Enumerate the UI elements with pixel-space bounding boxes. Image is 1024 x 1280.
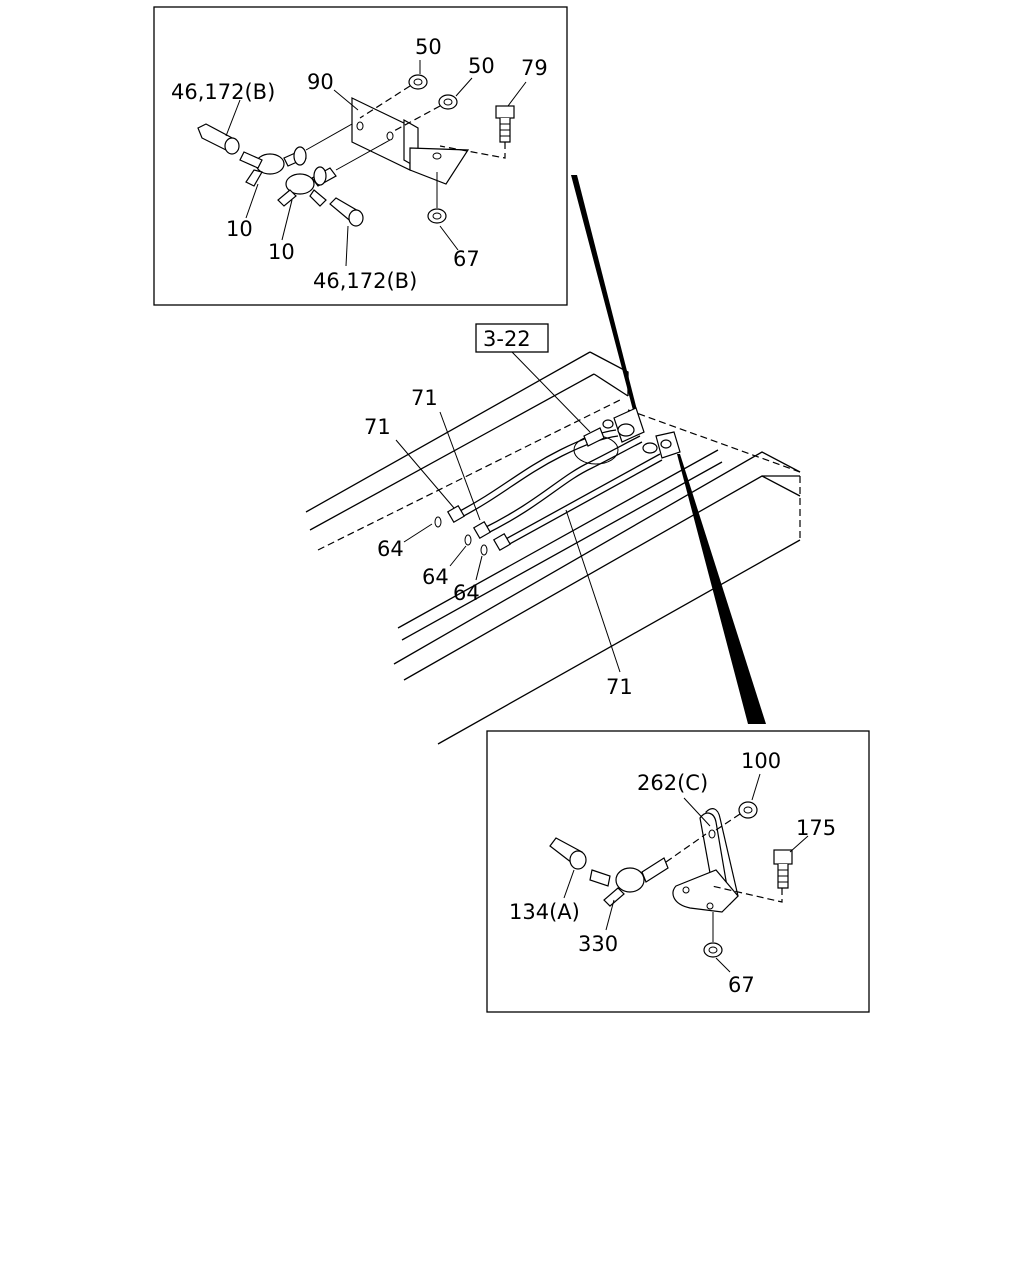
callout-67-bottom: 67: [728, 973, 755, 997]
callout-71-b: 71: [364, 415, 391, 439]
callout-10-b: 10: [268, 240, 295, 264]
tee-10-b: [277, 166, 337, 207]
tee-10-a: [239, 146, 307, 187]
o-ring-64-b: [464, 534, 472, 546]
bolt-79: [495, 105, 515, 143]
connector-bottom: [677, 454, 766, 724]
callout-46-172-b-top: 46,172(B): [171, 80, 275, 104]
nut-100: [738, 801, 758, 819]
bracket-262c: [672, 808, 739, 913]
callout-100: 100: [741, 749, 781, 773]
main-view: 3-22: [305, 323, 801, 745]
nut-50-b: [438, 94, 458, 110]
callout-50-b: 50: [468, 54, 495, 78]
pipe-71-b: [483, 435, 643, 535]
o-ring-64-a: [434, 516, 442, 528]
callout-175: 175: [796, 816, 836, 840]
o-ring-64-c: [480, 544, 488, 556]
callout-46-172-b-bottom: 46,172(B): [313, 269, 417, 293]
fitting-46-a: [197, 123, 240, 155]
callout-64-c: 64: [453, 581, 480, 605]
callout-330: 330: [578, 932, 618, 956]
mount-cluster: [583, 407, 681, 459]
nut-67-bottom: [703, 942, 723, 958]
callout-90: 90: [307, 70, 334, 94]
fitting-134a: [549, 837, 587, 870]
callout-64-b: 64: [422, 565, 449, 589]
nut-50-a: [408, 74, 428, 90]
callout-71-a: 71: [411, 386, 438, 410]
callout-67-top: 67: [453, 247, 480, 271]
bottom-inset: 100 262(C) 175 134(A) 330 67: [486, 730, 870, 1013]
callout-71-c: 71: [606, 675, 633, 699]
bolt-175: [773, 849, 793, 889]
elbow-330: [589, 857, 669, 907]
callout-10-a: 10: [226, 217, 253, 241]
callout-64-a: 64: [377, 537, 404, 561]
bracket-90: [351, 97, 470, 185]
connector-top: [571, 175, 638, 414]
callout-79: 79: [521, 56, 548, 80]
nut-67-top: [427, 208, 447, 224]
bottom-inset-frame: [486, 730, 870, 1013]
fitting-46-b: [329, 197, 364, 227]
top-inset-frame: [153, 6, 568, 306]
reference-label: 3-22: [483, 327, 531, 351]
callout-50-a: 50: [415, 35, 442, 59]
pipe-71-c: [503, 453, 663, 547]
top-inset: 50 50 79 90 46,172(B) 10 10 46,172(B) 67: [153, 6, 568, 306]
callout-134a: 134(A): [509, 900, 580, 924]
callout-262c: 262(C): [637, 771, 708, 795]
